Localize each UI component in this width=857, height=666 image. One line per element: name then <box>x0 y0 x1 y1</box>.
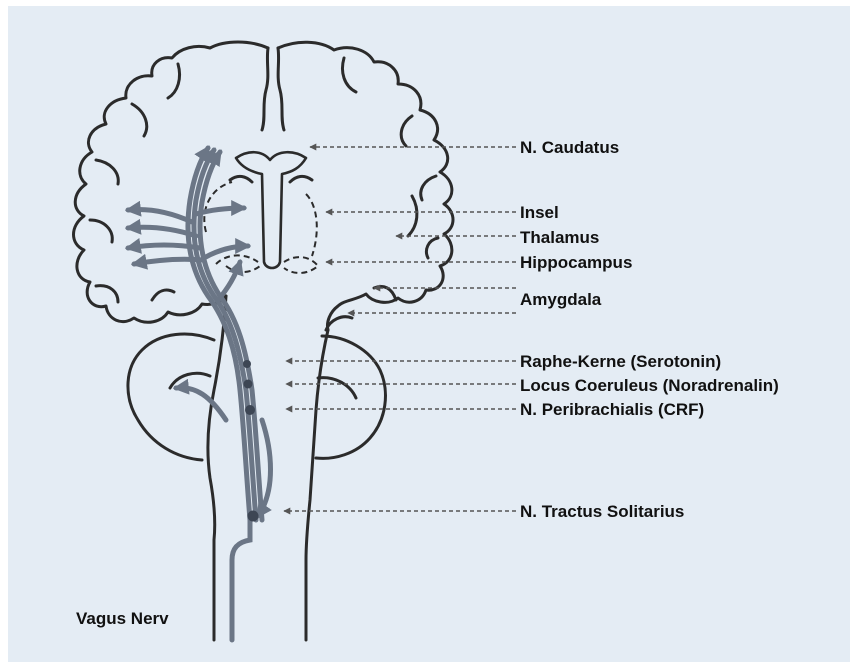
peribrachialis-dot <box>245 405 255 415</box>
label-thalamus: Thalamus <box>520 228 599 247</box>
label-hippocampus: Hippocampus <box>520 253 632 272</box>
label-solitarius: N. Tractus Solitarius <box>520 502 684 521</box>
dashed-structures <box>204 182 318 273</box>
leader-lines <box>284 147 516 511</box>
label-peribrachialis: N. Peribrachialis (CRF) <box>520 400 704 419</box>
label-caudatus: N. Caudatus <box>520 138 619 157</box>
locus-coeruleus-dot <box>244 380 253 389</box>
label-locus-coeruleus: Locus Coeruleus (Noradrenalin) <box>520 376 779 395</box>
vagal-pathways <box>128 148 271 640</box>
label-raphe: Raphe-Kerne (Serotonin) <box>520 352 721 371</box>
brain-outline <box>74 42 454 640</box>
raphe-nucleus-dot <box>243 360 251 368</box>
label-insel: Insel <box>520 203 559 222</box>
solitarius-dot <box>248 511 259 522</box>
label-vagus-nerv: Vagus Nerv <box>76 609 169 628</box>
label-amygdala: Amygdala <box>520 290 602 309</box>
